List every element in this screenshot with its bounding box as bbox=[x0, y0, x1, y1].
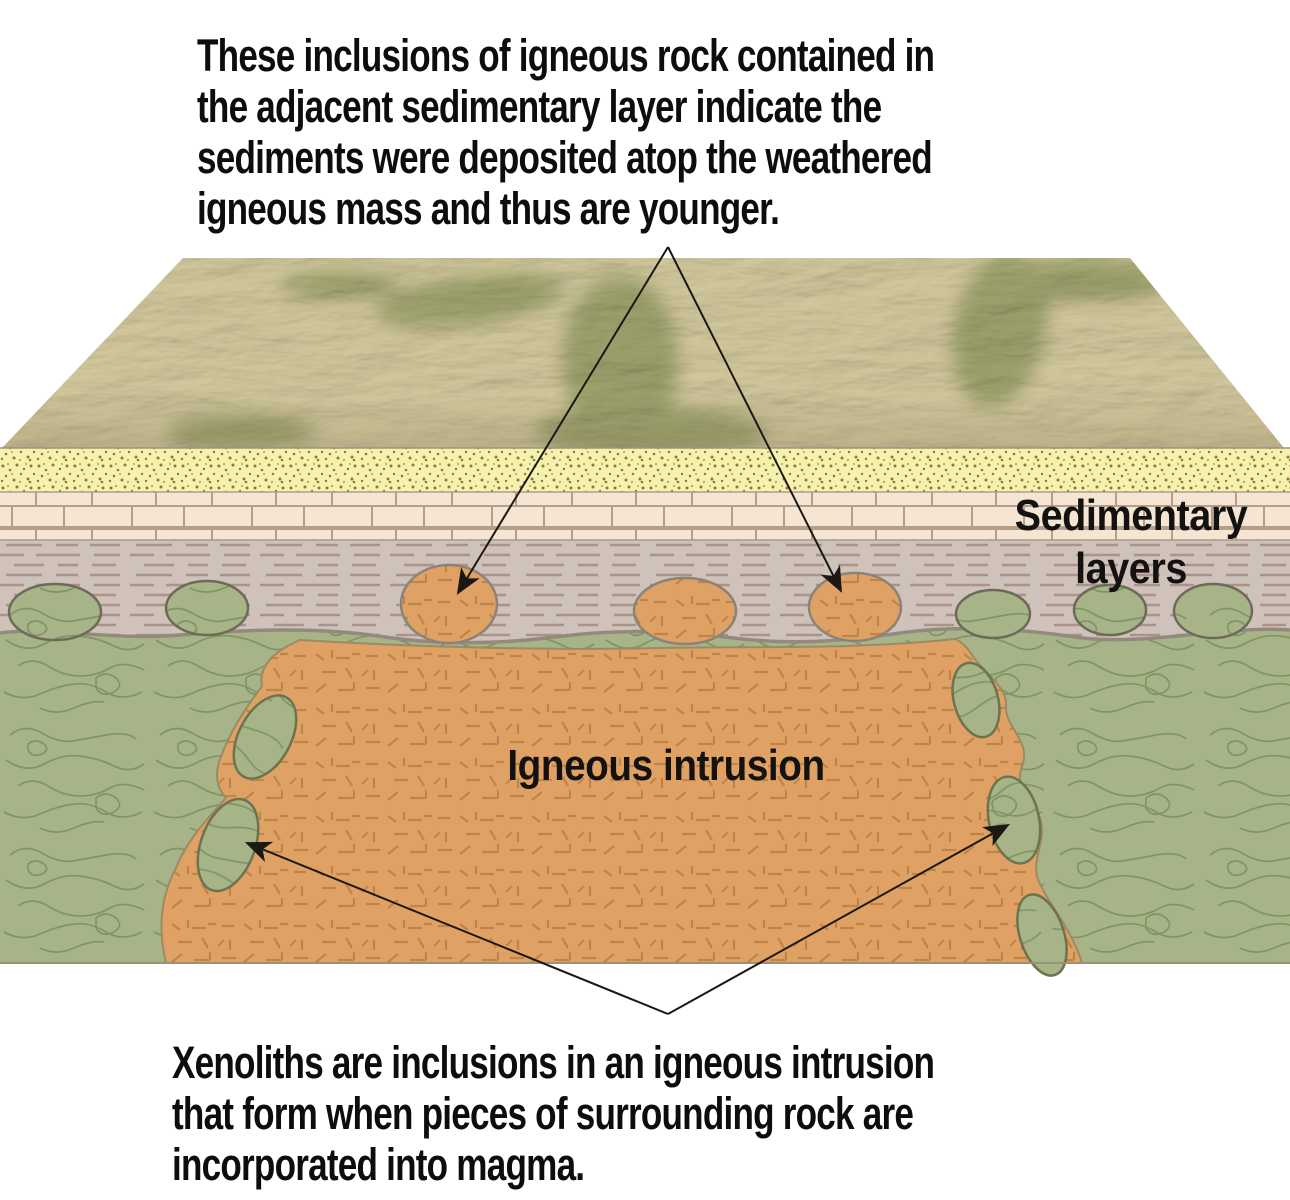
terrain-front-rim-shadow bbox=[2, 395, 1284, 448]
label-line: layers bbox=[1075, 544, 1187, 593]
country-rock-inclusion bbox=[7, 582, 103, 642]
caption-line: Xenoliths are inclusions in an igneous i… bbox=[172, 1037, 935, 1088]
arrow-to-right-xenolith bbox=[667, 823, 1010, 1015]
xenolith-blob bbox=[232, 694, 298, 780]
sandstone-layer bbox=[0, 448, 1290, 492]
caption-line: igneous mass and thus are younger. bbox=[197, 183, 780, 234]
caption-inclusions: These inclusions of igneous rock contain… bbox=[197, 30, 935, 234]
limestone-layer bbox=[0, 492, 1290, 540]
caption-line: These inclusions of igneous rock contain… bbox=[197, 30, 935, 81]
arrow-to-left-igneous-inclusion bbox=[456, 246, 669, 595]
country-rock-inclusion bbox=[1172, 582, 1254, 640]
igneous-inclusion bbox=[807, 571, 903, 643]
label-igneous-intrusion: Igneous intrusion bbox=[507, 741, 825, 790]
xenolith-blob bbox=[1016, 893, 1068, 977]
caption-xenoliths: Xenoliths are inclusions in an igneous i… bbox=[172, 1037, 935, 1190]
igneous-inclusion bbox=[632, 576, 738, 646]
caption-line: the adjacent sedimentary layer indicate … bbox=[197, 81, 882, 132]
country-rock-inclusion bbox=[1072, 583, 1148, 637]
country-rock-inclusion bbox=[954, 588, 1032, 640]
igneous-inclusion bbox=[399, 563, 499, 645]
igneous-intrusion-body bbox=[160, 637, 1084, 964]
terrain-surface bbox=[2, 258, 1284, 448]
arrow-to-right-igneous-inclusion bbox=[667, 246, 842, 593]
caption-line: incorporated into magma. bbox=[172, 1139, 585, 1190]
xenolith-blob bbox=[951, 661, 1001, 739]
caption-line: that form when pieces of surrounding roc… bbox=[172, 1088, 914, 1139]
country-rock-inclusion bbox=[164, 579, 250, 637]
caption-line: sediments were deposited atop the weathe… bbox=[197, 132, 933, 183]
arrow-to-left-xenolith bbox=[244, 841, 669, 1015]
label-line: Sedimentary bbox=[1014, 491, 1248, 540]
xenoliths bbox=[196, 661, 1068, 977]
label-sedimentary-layers: Sedimentary layers bbox=[1013, 489, 1249, 595]
annotation-arrows bbox=[244, 246, 1010, 1015]
